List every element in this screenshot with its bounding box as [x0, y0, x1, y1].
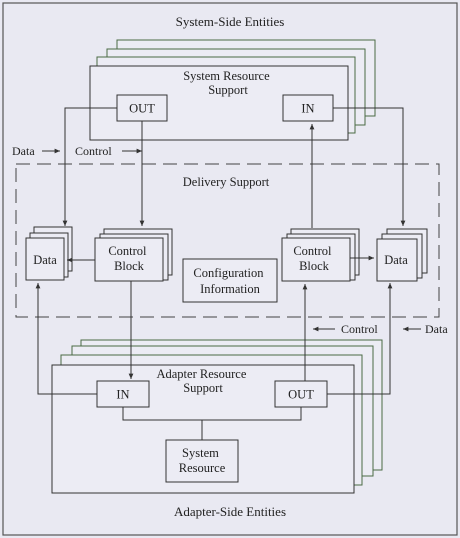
left-data-label: Data [33, 253, 57, 267]
delivery-support-boundary [15, 163, 440, 318]
flow-label-data-left: Data [12, 144, 35, 158]
title-adapter-side: Adapter-Side Entities [174, 504, 286, 519]
flow-label-control-right: Control [341, 322, 378, 336]
title-system-side: System-Side Entities [176, 14, 285, 29]
arrow-system-in-to-data-right [333, 107, 406, 226]
arrow-adapter-out-to-data-right [327, 283, 393, 395]
flow-label-data-right: Data [425, 322, 448, 336]
arrow-out-to-data-left [62, 107, 117, 226]
adapter-out-box [274, 380, 328, 408]
right-data-stack [376, 228, 428, 282]
configuration-information-box [182, 258, 278, 303]
connector-in-to-system-resource [122, 407, 203, 440]
adapter-resource-support-label: Adapter Resource Support [156, 367, 249, 395]
system-in-box [282, 94, 334, 122]
system-out-label: OUT [129, 102, 155, 116]
delivery-support-label: Delivery Support [183, 175, 270, 189]
configuration-information-label: Configuration Information [193, 266, 266, 296]
adapter-in-box [96, 380, 150, 408]
left-data-stack [25, 226, 73, 281]
left-control-block-label: Control Block [108, 244, 149, 273]
left-control-block-stack [94, 228, 173, 282]
flow-label-control-left: Control [75, 144, 112, 158]
arrow-adapter-in-to-data-left [35, 283, 97, 395]
connector-out-to-system-resource [202, 407, 302, 421]
system-resource-support-label: System Resource Support [183, 69, 273, 97]
right-control-block-label: Control Block [293, 244, 334, 273]
right-data-label: Data [384, 253, 408, 267]
right-control-block-stack [281, 228, 360, 282]
system-in-label: IN [301, 102, 314, 116]
adapter-out-label: OUT [288, 388, 314, 402]
system-resource-box [165, 439, 239, 483]
adapter-in-label: IN [116, 388, 129, 402]
system-resource-label: System Resource [179, 446, 226, 475]
